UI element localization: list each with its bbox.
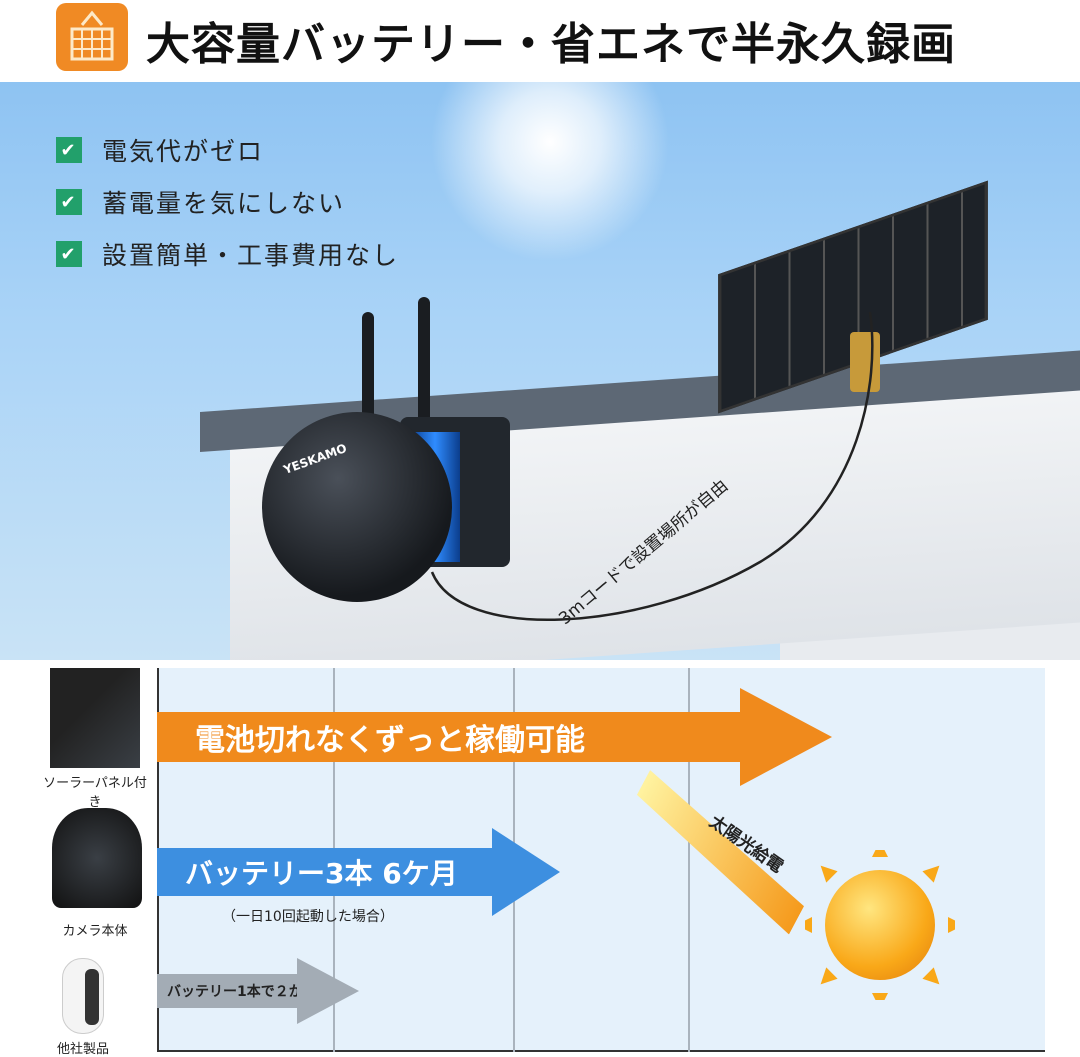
arrow-head (740, 688, 832, 786)
check-icon: ✔ (56, 189, 82, 215)
competitor-bar: バッテリー1本で２か月 (157, 958, 359, 1024)
battery-bar-note: （一日10回起動した場合） (222, 909, 394, 925)
grid-line (688, 668, 690, 1052)
panel-mount (850, 332, 880, 392)
product-label: ソーラーパネル付き (43, 776, 147, 810)
sun-icon (825, 870, 935, 980)
solar-camera-thumbnail (50, 668, 140, 768)
product-label: カメラ本体 (62, 924, 128, 939)
sun-rays-icon (805, 850, 955, 1000)
camera (262, 412, 452, 602)
arrow-head (297, 958, 359, 1024)
antenna (418, 297, 430, 437)
header: 大容量バッテリー・省エネで半永久録画 (0, 0, 1080, 82)
check-icon: ✔ (56, 241, 82, 267)
competitor-bar-label: バッテリー1本で２か月 (157, 974, 317, 1008)
page-title: 大容量バッテリー・省エネで半永久録画 (146, 19, 956, 70)
arrow-head (492, 828, 560, 916)
solar-bar: 電池切れなくずっと稼働可能 (157, 688, 832, 786)
camera-thumbnail (52, 808, 142, 908)
feature-item: ✔ 電気代がゼロ (56, 132, 264, 168)
feature-text: 蓄電量を気にしない (102, 189, 346, 218)
solar-panel-icon (56, 3, 128, 71)
cable (430, 311, 874, 621)
battery-bar-label: バッテリー3本 6ケ月 (157, 848, 492, 896)
check-icon: ✔ (56, 137, 82, 163)
solar-bar-label: 電池切れなくずっと稼働可能 (157, 712, 740, 762)
hero-image: ✔電気代がゼロ ✔蓄電量を気にしない ✔設置簡単・工事費用なし YESKAMO … (0, 82, 1080, 660)
competitor-thumbnail (62, 958, 104, 1034)
feature-text: 設置簡単・工事費用なし (102, 241, 400, 270)
product-label: 他社製品 (56, 1042, 109, 1057)
feature-text: 電気代がゼロ (102, 137, 265, 166)
battery-bar: バッテリー3本 6ケ月 (157, 828, 560, 916)
feature-item: ✔ 蓄電量を気にしない (56, 184, 345, 220)
feature-item: ✔ 設置簡単・工事費用なし (56, 236, 399, 272)
